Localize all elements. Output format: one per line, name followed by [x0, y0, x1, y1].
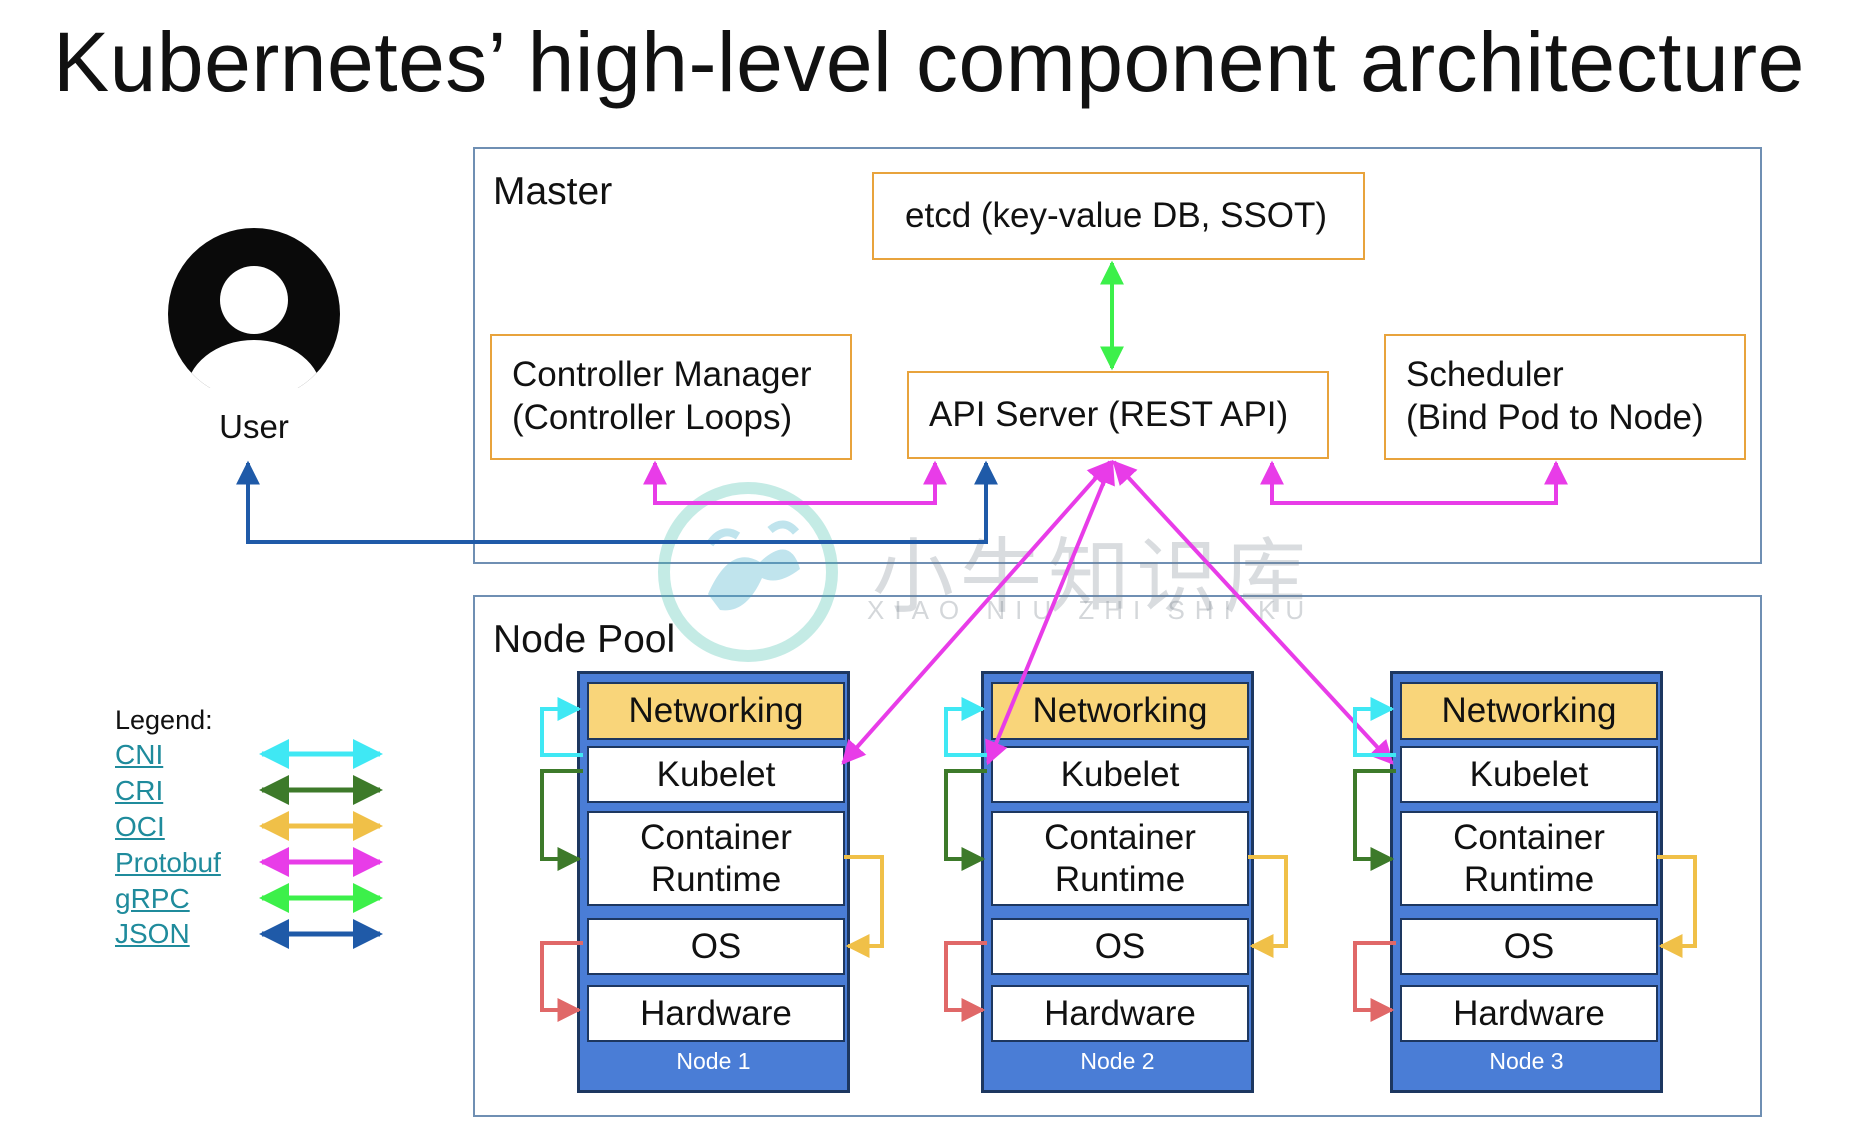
runtime-line-1: Container [640, 818, 792, 858]
scheduler-box: Scheduler (Bind Pod to Node) [1384, 334, 1746, 460]
node-name: Node 1 [676, 1048, 751, 1074]
runtime-line-2: Runtime [1054, 859, 1186, 899]
os-layer: OS [587, 918, 845, 975]
hardware-label: Hardware [1453, 993, 1605, 1033]
legend-link-protobuf[interactable]: Protobuf [115, 847, 221, 878]
os-label: OS [690, 926, 742, 966]
legend-link-cri[interactable]: CRI [115, 775, 164, 806]
user-label: User [219, 408, 289, 445]
runtime-line-2: Runtime [650, 859, 782, 899]
hardware-layer: Hardware [587, 985, 845, 1042]
controller-manager-line-2: (Controller Loops) [512, 398, 793, 437]
legend-title: Legend: [115, 705, 213, 735]
networking-label: Networking [1032, 691, 1208, 731]
os-layer: OS [991, 918, 1249, 975]
controller-manager-line-1: Controller Manager [512, 355, 812, 395]
watermark-subtext: XIAO NIU ZHI SHI KU [867, 595, 1315, 625]
runtime-line-1: Container [1044, 818, 1196, 858]
etcd-label: etcd (key-value DB, SSOT) [905, 196, 1328, 235]
scheduler-line-2: (Bind Pod to Node) [1406, 398, 1704, 437]
controller-manager-box: Controller Manager (Controller Loops) [490, 334, 852, 460]
kubelet-label: Kubelet [656, 754, 776, 794]
hardware-label: Hardware [1044, 993, 1196, 1033]
runtime-line-2: Runtime [1463, 859, 1595, 899]
api-server-box: API Server (REST API) [907, 371, 1329, 459]
legend-link-cni[interactable]: CNI [115, 739, 164, 770]
kubelet-label: Kubelet [1469, 754, 1589, 794]
watermark-logo-icon [658, 482, 838, 662]
node-pool-label: Node Pool [493, 618, 676, 661]
runtime-line-1: Container [1453, 818, 1605, 858]
hardware-label: Hardware [640, 993, 792, 1033]
diagram-title: Kubernetes’ high-level component archite… [53, 15, 1805, 109]
os-label: OS [1503, 926, 1555, 966]
node-name: Node 2 [1080, 1048, 1155, 1074]
os-layer: OS [1400, 918, 1658, 975]
networking-label: Networking [628, 691, 804, 731]
user-avatar-icon [168, 228, 340, 388]
scheduler-line-1: Scheduler [1406, 355, 1564, 395]
api-server-label: API Server (REST API) [929, 395, 1289, 434]
hardware-layer: Hardware [991, 985, 1249, 1042]
node-name: Node 3 [1489, 1048, 1564, 1074]
networking-layer: Networking [1400, 682, 1658, 740]
kubelet-layer: Kubelet [587, 746, 845, 803]
networking-layer: Networking [991, 682, 1249, 740]
kubelet-label: Kubelet [1060, 754, 1180, 794]
networking-layer: Networking [587, 682, 845, 740]
legend-link-json[interactable]: JSON [115, 918, 190, 949]
os-label: OS [1094, 926, 1146, 966]
legend-link-grpc[interactable]: gRPC [115, 883, 190, 914]
kubelet-layer: Kubelet [1400, 746, 1658, 803]
kubelet-layer: Kubelet [991, 746, 1249, 803]
legend-link-oci[interactable]: OCI [115, 811, 165, 842]
master-label: Master [493, 170, 613, 213]
networking-label: Networking [1441, 691, 1617, 731]
etcd-box: etcd (key-value DB, SSOT) [872, 172, 1365, 260]
hardware-layer: Hardware [1400, 985, 1658, 1042]
